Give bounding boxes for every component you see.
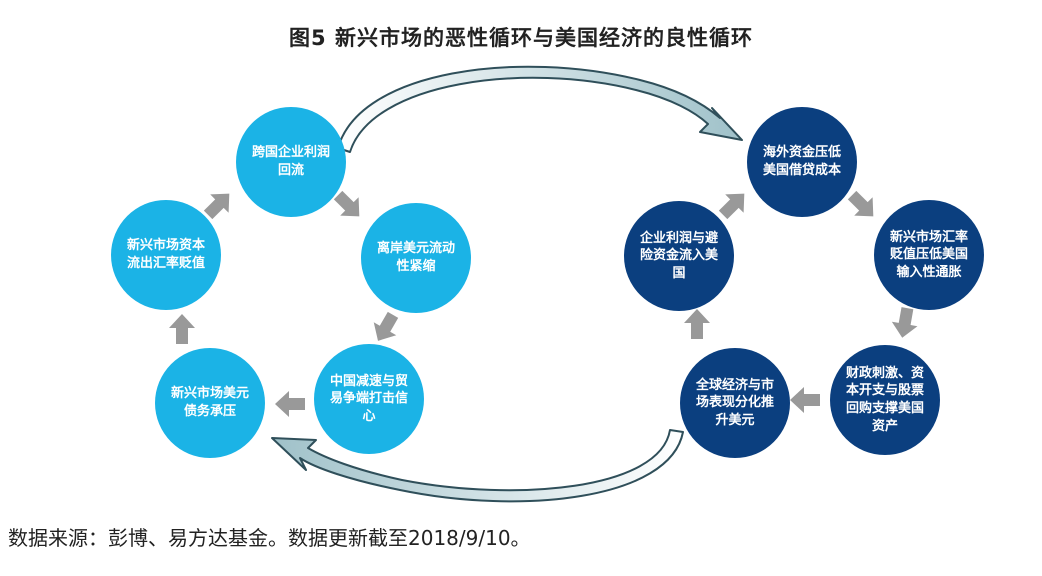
right-node-foreign-funds: 海外资金压低美国借贷成本 [747, 107, 857, 217]
arrow-r5-r1 [718, 193, 745, 220]
data-source-note: 数据来源：彭博、易方达基金。数据更新截至2018/9/10。 [8, 526, 531, 550]
top-transfer-arrow [337, 65, 743, 153]
left-cycle-arrows [169, 190, 399, 417]
right-node-3-label: 财政刺激、资本开支与股票回购支撑美国资产 [845, 365, 924, 434]
arrow-l3-l4 [275, 391, 305, 417]
left-node-em-dollar-debt: 新兴市场美元债务承压 [155, 348, 265, 458]
arrow-l2-l3 [373, 311, 399, 341]
left-node-2-label: 离岸美元流动性紧缩 [376, 241, 455, 274]
right-node-em-fx-inflation: 新兴市场汇率贬值压低美国输入性通胀 [874, 200, 984, 310]
left-node-4-label: 新兴市场美元债务承压 [170, 386, 249, 419]
left-node-em-capital-outflow: 新兴市场资本流出汇率贬值 [111, 200, 221, 310]
right-node-4-label: 全球经济与市场表现分化推升美元 [695, 377, 774, 428]
arrow-r4-r5 [684, 309, 710, 339]
arrow-l5-l1 [203, 193, 230, 220]
arrow-r3-r4 [790, 387, 820, 413]
left-node-5-label: 新兴市场资本流出汇率贬值 [126, 238, 205, 271]
right-node-global-divergence: 全球经济与市场表现分化推升美元 [680, 348, 790, 458]
arrow-l4-l5 [169, 314, 195, 344]
right-node-1-label: 海外资金压低美国借贷成本 [762, 145, 841, 178]
left-node-offshore-dollar-liquidity: 离岸美元流动性紧缩 [361, 203, 471, 313]
right-node-fiscal-stimulus: 财政刺激、资本开支与股票回购支撑美国资产 [830, 345, 940, 455]
bottom-transfer-arrow [271, 429, 684, 503]
right-node-profits-safe-haven: 企业利润与避险资金流入美国 [624, 201, 734, 311]
left-node-1-label: 跨国企业利润回流 [251, 145, 330, 178]
right-node-2-label: 新兴市场汇率贬值压低美国输入性通胀 [889, 229, 968, 280]
right-cycle-arrows [684, 190, 918, 413]
arrow-r1-r2 [847, 190, 874, 217]
left-node-profit-repatriation: 跨国企业利润回流 [236, 107, 346, 217]
right-node-5-label: 企业利润与避险资金流入美国 [639, 230, 718, 281]
left-node-3-label: 中国减速与贸易争端打击信心 [329, 373, 408, 424]
arrow-l1-l2 [333, 190, 360, 217]
figure-title: 图5 新兴市场的恶性循环与美国经济的良性循环 [289, 26, 753, 50]
left-node-china-slowdown-trade: 中国减速与贸易争端打击信心 [314, 344, 424, 454]
arrow-r2-r3 [891, 307, 918, 338]
